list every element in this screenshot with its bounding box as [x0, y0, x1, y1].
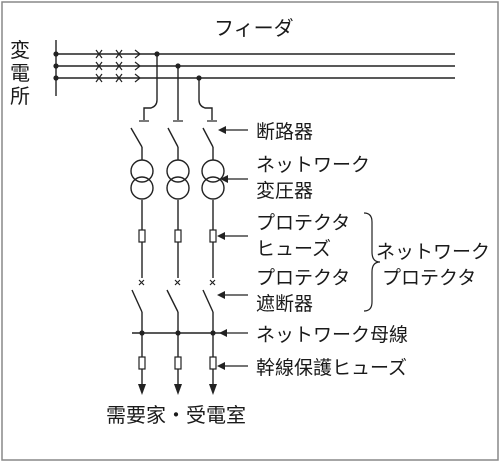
network-transformers	[130, 159, 225, 200]
protector-fuses	[138, 229, 217, 243]
label-network-transformer-1: ネットワーク	[256, 154, 370, 176]
label-network-protector-1: ネットワーク	[376, 241, 490, 263]
substation-char-2: 電	[10, 61, 30, 85]
feeder-label: フィーダ	[214, 16, 294, 40]
label-protector-breaker-1: プロテクタ	[256, 267, 350, 289]
label-disconnector: 断路器	[256, 121, 313, 143]
feeder-taps	[143, 51, 213, 120]
label-pointers	[217, 126, 248, 370]
label-network-bus: ネットワーク母線	[256, 324, 408, 346]
disconnectors	[130, 120, 217, 148]
trunk-fuses	[138, 356, 217, 370]
label-protector-fuse-2: ヒューズ	[256, 238, 331, 260]
label-trunk-fuse: 幹線保護ヒューズ	[256, 357, 407, 379]
substation-char-3: 所	[10, 84, 30, 108]
label-protector-breaker-2: 遮断器	[256, 293, 313, 315]
substation-char-1: 変	[10, 38, 30, 62]
group-brace	[363, 212, 381, 312]
protector-breakers	[131, 279, 216, 313]
output-arrows	[138, 384, 217, 395]
label-network-protector-2: プロテクタ	[382, 267, 476, 289]
label-protector-fuse-1: プロテクタ	[256, 212, 350, 234]
branch-lines	[141, 147, 214, 385]
label-consumer: 需要家・受電室	[106, 403, 246, 427]
junction-dot	[53, 51, 59, 57]
network-bus	[132, 330, 222, 336]
junction-dot	[53, 75, 59, 81]
feeder-breakers	[95, 49, 141, 83]
feeder-lines	[56, 53, 455, 79]
label-network-transformer-2: 変圧器	[256, 180, 313, 202]
junction-dot	[53, 63, 59, 69]
